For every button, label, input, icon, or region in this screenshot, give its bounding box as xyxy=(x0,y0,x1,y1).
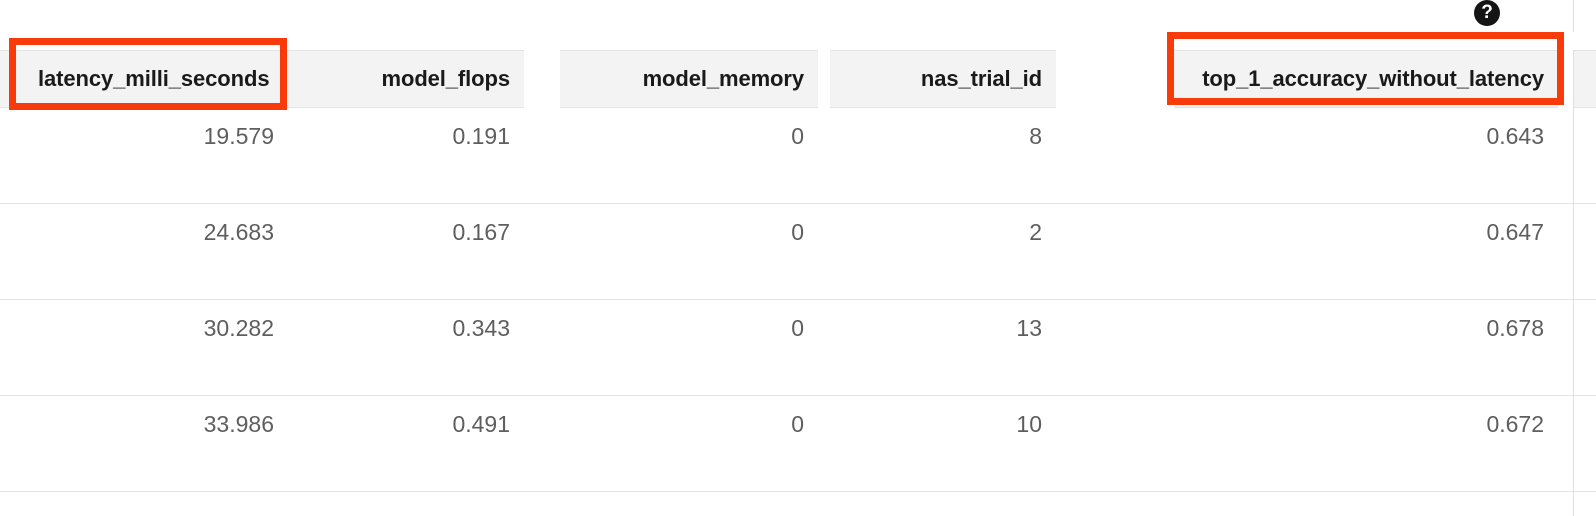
cell-nas-trial-id: 13 xyxy=(1016,314,1042,341)
cell-model-memory: 0 xyxy=(791,314,804,341)
column-header-model-flops[interactable]: model_flops xyxy=(288,50,524,108)
column-header-latency-milli-seconds[interactable]: latency_milli_seconds xyxy=(16,50,288,108)
column-divider-right-top xyxy=(1573,0,1574,32)
data-table: latency_milli_seconds model_flops model_me… xyxy=(0,32,1596,516)
column-header-partial-right[interactable] xyxy=(1574,50,1596,108)
column-divider-right xyxy=(1573,50,1574,516)
cell-model-memory: 0 xyxy=(791,410,804,437)
cell-top-1-accuracy-without-latency: 0.643 xyxy=(1486,122,1544,149)
cell-top-1-accuracy-without-latency: 0.647 xyxy=(1486,218,1544,245)
column-header-nas-trial-id[interactable]: nas_trial_id xyxy=(830,50,1056,108)
table-row[interactable]: 19.579 0.191 0 8 0.643 xyxy=(0,108,1596,204)
column-header-label: nas_trial_id xyxy=(920,66,1042,91)
column-header-label: model_memory xyxy=(642,66,805,91)
top-strip: ? xyxy=(0,0,1596,32)
cell-latency-milli-seconds: 33.986 xyxy=(203,410,274,437)
cell-model-memory: 0 xyxy=(791,218,804,245)
cell-latency-milli-seconds: 30.282 xyxy=(203,314,274,341)
cell-model-flops: 0.343 xyxy=(452,314,510,341)
help-question-icon[interactable]: ? xyxy=(1474,0,1500,26)
column-header-model-memory[interactable]: model_memory xyxy=(560,50,818,108)
cell-model-flops: 0.491 xyxy=(452,410,510,437)
column-header-label: model_flops xyxy=(381,66,511,91)
cell-latency-milli-seconds: 19.579 xyxy=(203,122,274,149)
cell-model-flops: 0.167 xyxy=(452,218,510,245)
table-row[interactable]: 30.282 0.343 0 13 0.678 xyxy=(0,300,1596,396)
table-body: 19.579 0.191 0 8 0.643 24.683 0.167 0 2 0.647 30.2… xyxy=(0,108,1596,492)
cell-latency-milli-seconds: 24.683 xyxy=(203,218,274,245)
column-header-label: latency_milli_seconds xyxy=(38,66,270,91)
column-header-label: top_1_accuracy_without_latency xyxy=(1202,66,1544,91)
cell-top-1-accuracy-without-latency: 0.678 xyxy=(1486,314,1544,341)
cell-nas-trial-id: 10 xyxy=(1016,410,1042,437)
table-row[interactable]: 33.986 0.491 0 10 0.672 xyxy=(0,396,1596,492)
cell-nas-trial-id: 2 xyxy=(1029,218,1042,245)
cell-nas-trial-id: 8 xyxy=(1029,122,1042,149)
cell-model-memory: 0 xyxy=(791,122,804,149)
cell-model-flops: 0.191 xyxy=(452,122,510,149)
cell-top-1-accuracy-without-latency: 0.672 xyxy=(1486,410,1544,437)
table-row[interactable]: 24.683 0.167 0 2 0.647 xyxy=(0,204,1596,300)
column-header-top-1-accuracy-without-latency[interactable]: top_1_accuracy_without_latency xyxy=(1174,50,1558,108)
table-header-row: latency_milli_seconds model_flops model_me… xyxy=(0,32,1596,108)
column-header-partial-left[interactable] xyxy=(0,50,12,108)
